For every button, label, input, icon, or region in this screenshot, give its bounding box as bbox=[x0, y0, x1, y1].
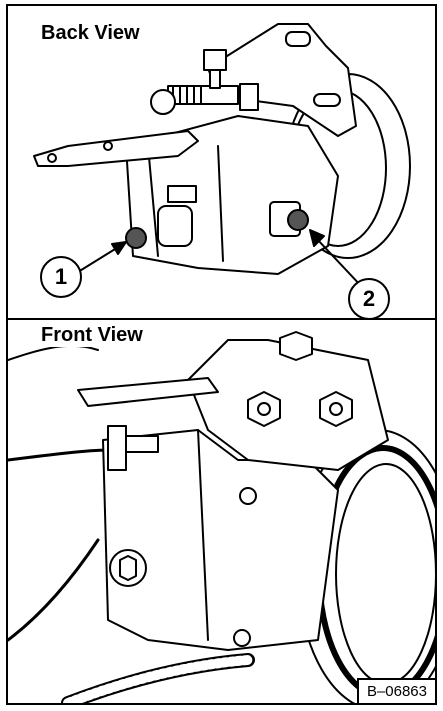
front-body-edge bbox=[197, 429, 209, 641]
rod-block bbox=[239, 83, 259, 111]
wire-clip bbox=[150, 89, 176, 115]
control-lever-plate bbox=[33, 130, 199, 167]
hex-nut-2-center bbox=[329, 402, 343, 416]
bracket-slot bbox=[285, 31, 311, 47]
leader-line-2 bbox=[315, 237, 364, 289]
front-view-panel: Front View B–06863 bbox=[8, 320, 435, 703]
front-view-title: Front View bbox=[38, 324, 146, 347]
front-bolt-lower bbox=[233, 629, 251, 647]
body-edge-2 bbox=[217, 145, 224, 262]
callout-2: 2 bbox=[348, 278, 390, 320]
arrow-2 bbox=[309, 229, 325, 247]
corrugated-hose bbox=[63, 655, 253, 703]
front-compressor-body bbox=[102, 429, 339, 651]
front-pulley-face bbox=[335, 463, 435, 685]
hex-nut-1-center bbox=[257, 402, 271, 416]
front-bolt bbox=[239, 487, 257, 505]
top-stud bbox=[209, 69, 221, 89]
back-view-panel: Back View 1 2 bbox=[8, 6, 435, 320]
control-cable bbox=[8, 448, 110, 462]
back-view-title: Back View bbox=[38, 22, 143, 45]
front-adjust-block bbox=[107, 425, 127, 471]
arrow-1 bbox=[111, 241, 127, 255]
front-mounting-bracket bbox=[187, 339, 389, 471]
hex-nut-top bbox=[279, 331, 313, 361]
port-2-strainer bbox=[287, 209, 309, 231]
background-line bbox=[8, 344, 99, 361]
front-port-nut bbox=[119, 555, 137, 581]
figure-frame: Back View 1 2 bbox=[6, 4, 437, 705]
plate-hole bbox=[47, 153, 57, 163]
port-1-strainer bbox=[125, 227, 147, 249]
top-nut bbox=[203, 49, 227, 71]
valve-housing bbox=[157, 205, 193, 247]
bracket-slot-lower bbox=[313, 93, 341, 107]
plate-hole-2 bbox=[103, 141, 113, 151]
back-view-illustration bbox=[33, 23, 411, 289]
body-edge bbox=[147, 145, 159, 257]
leader-line-1 bbox=[77, 245, 121, 273]
hose bbox=[8, 538, 100, 642]
front-view-illustration bbox=[8, 331, 435, 703]
valve-nut bbox=[167, 185, 197, 203]
callout-1: 1 bbox=[40, 256, 82, 298]
figure-id-label: B–06863 bbox=[356, 678, 435, 703]
adjusting-rod bbox=[167, 85, 239, 105]
front-control-plate bbox=[77, 377, 219, 407]
view-divider bbox=[8, 318, 435, 320]
